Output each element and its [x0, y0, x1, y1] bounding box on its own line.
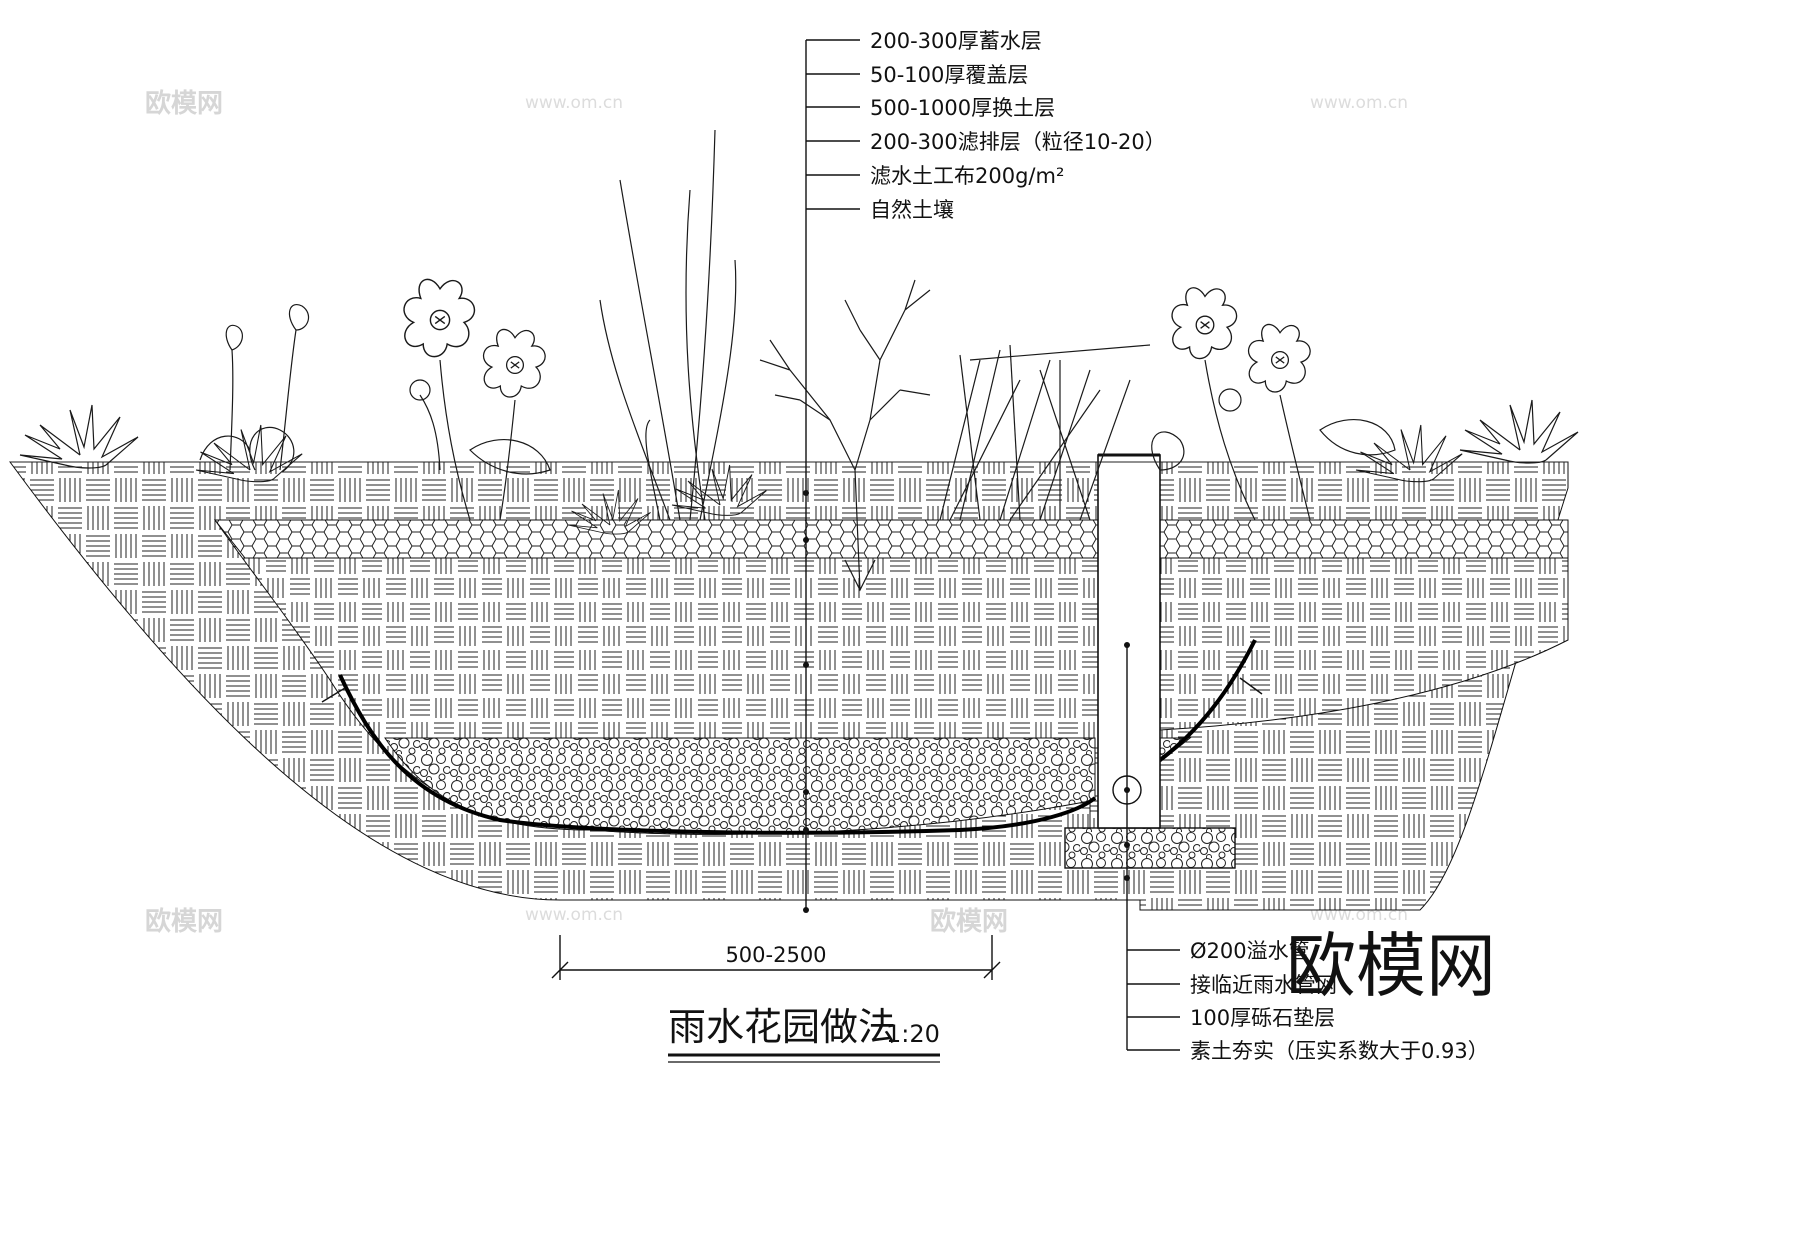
pipe-label-gravel-bedding: 100厚砾石垫层 — [1190, 1006, 1335, 1030]
svg-text:www.om.cn: www.om.cn — [1310, 93, 1408, 113]
svg-text:欧模网: 欧模网 — [145, 88, 223, 119]
layer-label-soil-replacement: 500-1000厚换土层 — [870, 96, 1055, 120]
pipe-label-storm-network: 接临近雨水管网 — [1190, 973, 1337, 997]
mulch-layer-right — [1159, 519, 1569, 559]
pipe-label-compacted-soil: 素土夯实（压实系数大于0.93） — [1190, 1039, 1489, 1063]
layer-label-filter-drainage: 200-300滤排层（粒径10-20） — [870, 130, 1166, 154]
plant-group — [19, 129, 1579, 592]
layer-label-natural-soil: 自然土壤 — [870, 198, 954, 222]
gravel-bedding — [1064, 827, 1236, 869]
layer-label-geotextile: 滤水土工布200g/m² — [870, 164, 1064, 188]
layer-label-ticks — [806, 39, 860, 210]
layer-label-mulch: 50-100厚覆盖层 — [870, 63, 1028, 87]
leader-dots — [803, 490, 809, 913]
svg-text:欧模网: 欧模网 — [145, 906, 223, 937]
svg-text:www.om.cn: www.om.cn — [525, 905, 623, 925]
pipe-label-ticks — [1127, 949, 1180, 1051]
drawing-title: 雨水花园做法 — [668, 1005, 896, 1049]
anchor-pin — [1239, 677, 1263, 695]
anchor-pin — [321, 687, 346, 703]
dimension-line — [551, 935, 1001, 980]
geotextile-line-right — [1158, 639, 1257, 762]
gravel-drainage-layer — [384, 737, 1096, 835]
watermark-big-logo: 欧模网 — [1286, 925, 1496, 1007]
svg-text:欧模网: 欧模网 — [930, 906, 1008, 937]
svg-text:www.om.cn: www.om.cn — [1310, 905, 1408, 925]
pipe-leader-dots — [1124, 642, 1130, 881]
overflow-pipe — [1097, 454, 1161, 829]
geotextile-line — [338, 674, 1097, 835]
layer-label-storage: 200-300厚蓄水层 — [870, 29, 1042, 53]
drawing-scale: 1:20 — [886, 1020, 940, 1048]
pipe-label-overflow: Ø200溢水管 — [1190, 939, 1310, 963]
watermark-layer: 欧模网 www.om.cn www.om.cn 欧模网 欧模网 www.om.c… — [145, 88, 1408, 937]
dimension-text: 500-2500 — [725, 943, 826, 967]
mulch-layer — [213, 519, 1101, 559]
svg-text:www.om.cn: www.om.cn — [525, 93, 623, 113]
